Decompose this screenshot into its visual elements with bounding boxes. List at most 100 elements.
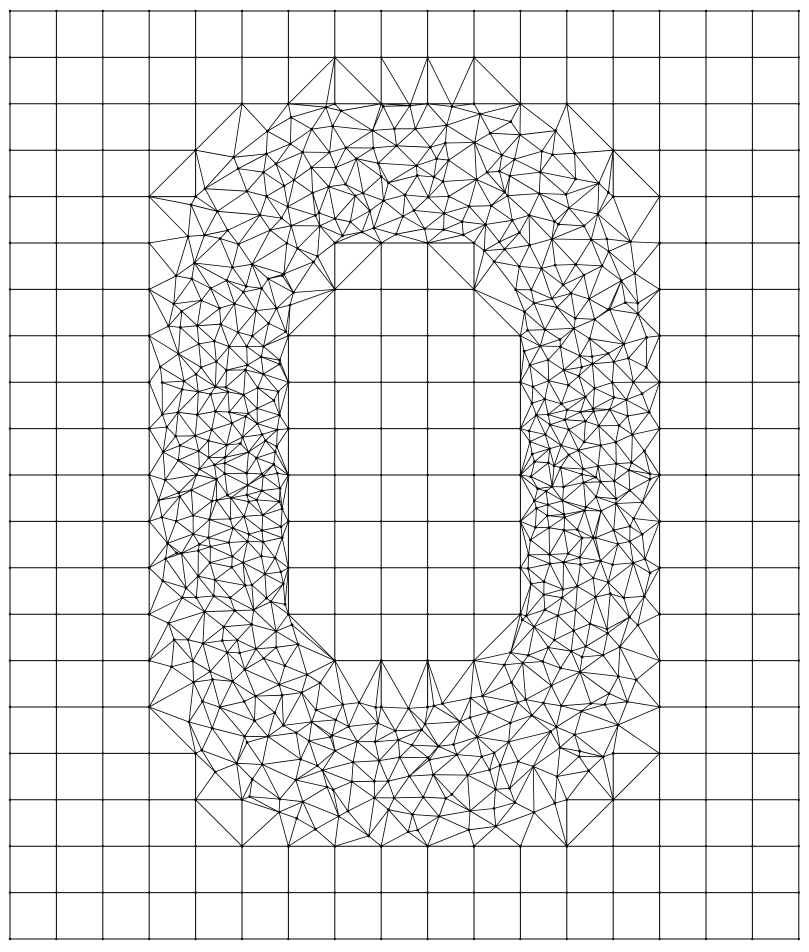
mesh-edge-1802	[195, 196, 218, 212]
grid-node-19-12	[565, 891, 568, 894]
grid-node-5-15	[704, 241, 708, 245]
mesh-edge-832	[519, 215, 530, 233]
mesh-edge-340	[413, 210, 445, 214]
mesh-node-216	[543, 433, 547, 436]
mesh-edge-464	[279, 674, 308, 685]
mesh-edge-947	[322, 750, 336, 771]
mesh-edge-1181	[509, 761, 519, 789]
mesh-node-135	[522, 349, 526, 353]
mesh-edge-458	[311, 709, 317, 723]
mesh-edge-935	[409, 759, 430, 777]
mesh-edge-865	[578, 375, 586, 398]
mesh-edge-660	[522, 662, 552, 687]
mesh-node-57	[379, 705, 383, 709]
mesh-node-223	[562, 560, 565, 564]
mesh-node-142	[530, 452, 534, 456]
mesh-edge-551	[283, 243, 288, 274]
mesh-edge-212	[459, 717, 471, 722]
mesh-edge-721	[234, 609, 254, 612]
mesh-edge-1579	[601, 251, 610, 267]
mesh-edge-591	[519, 232, 530, 246]
mesh-edge-668	[531, 702, 544, 716]
mesh-edge-198	[527, 626, 535, 656]
mesh-node-616	[596, 212, 600, 216]
grid-node-4-0	[8, 195, 12, 198]
mesh-node-78	[534, 526, 537, 529]
mesh-node-492	[325, 785, 329, 789]
mesh-edge-251	[266, 583, 284, 599]
mesh-edge-912	[543, 702, 562, 707]
mesh-edge-1555	[446, 124, 475, 143]
mesh-node-533	[473, 141, 476, 144]
mesh-edge-1598	[628, 358, 634, 383]
mesh-edge-1154	[595, 510, 602, 538]
mesh-edge-1639	[619, 616, 630, 648]
mesh-edge-312	[276, 308, 287, 332]
mesh-edge-1168	[589, 597, 596, 624]
mesh-node-582	[180, 596, 184, 600]
grid-node-12-0	[8, 566, 12, 569]
mesh-edge-1749	[158, 492, 179, 501]
mesh-edge-1976	[608, 693, 628, 703]
mesh-edge-141	[473, 242, 485, 251]
grid-node-9-1	[55, 427, 58, 430]
mesh-edge-1139	[583, 476, 596, 483]
mesh-edge-532	[247, 364, 264, 375]
grid-node-0-6	[287, 9, 290, 13]
mesh-node-327	[254, 694, 257, 698]
grid-node-8-10	[472, 381, 476, 384]
mesh-edge-1895	[621, 273, 635, 281]
mesh-edge-94	[273, 451, 276, 465]
mesh-edge-784	[234, 291, 244, 305]
mesh-edge-1906	[637, 289, 660, 314]
grid-node-16-16	[751, 752, 754, 755]
mesh-node-309	[559, 666, 562, 670]
grid-node-19-2	[101, 891, 105, 894]
grid-node-1-0	[8, 56, 12, 59]
grid-node-16-15	[704, 752, 708, 755]
grid-node-6-17	[797, 288, 800, 291]
mesh-edge-1814	[233, 153, 267, 158]
mesh-edge-263	[261, 530, 264, 542]
mesh-edge-1532	[238, 168, 264, 173]
mesh-edge-1804	[149, 196, 192, 206]
mesh-edge-1451	[251, 764, 263, 780]
mesh-edge-1710	[148, 666, 172, 708]
mesh-edge-1305	[302, 151, 312, 168]
mesh-edge-869	[568, 420, 586, 430]
mesh-edge-859	[568, 375, 580, 386]
mesh-edge-114	[289, 289, 335, 306]
grid-node-12-8	[380, 566, 383, 569]
mesh-node-643	[513, 801, 517, 804]
mesh-edge-814	[381, 176, 389, 184]
mesh-edge-929	[456, 754, 468, 776]
grid-node-14-9	[426, 659, 429, 662]
mesh-node-634	[622, 596, 626, 600]
mesh-edge-1143	[585, 496, 597, 508]
mesh-edge-1679	[315, 815, 339, 830]
mesh-edge-1067	[356, 158, 382, 178]
mesh-edge-1745	[149, 516, 163, 522]
mesh-node-522	[226, 228, 230, 232]
mesh-node-571	[346, 809, 350, 813]
mesh-edge-828	[490, 191, 505, 206]
mesh-node-348	[225, 368, 228, 372]
mesh-node-176	[261, 513, 265, 517]
mesh-edge-1839	[372, 106, 384, 131]
mesh-edge-1444	[295, 779, 304, 802]
grid-node-9-14	[658, 427, 661, 430]
mesh-edge-1851	[451, 103, 475, 107]
grid-node-4-4	[194, 195, 197, 198]
mesh-node-670	[174, 274, 178, 278]
mesh-node-318	[427, 758, 431, 762]
mesh-node-189	[262, 345, 265, 348]
mesh-edge-203	[482, 682, 512, 697]
mesh-edge-479	[253, 597, 267, 611]
mesh-edge-594	[529, 245, 542, 269]
mesh-edge-487	[242, 562, 253, 586]
mesh-edge-1605	[626, 399, 629, 417]
mesh-node-587	[178, 495, 182, 498]
mesh-node-149	[542, 580, 546, 584]
mesh-edge-364	[527, 330, 541, 347]
mesh-edge-1918	[633, 381, 643, 394]
